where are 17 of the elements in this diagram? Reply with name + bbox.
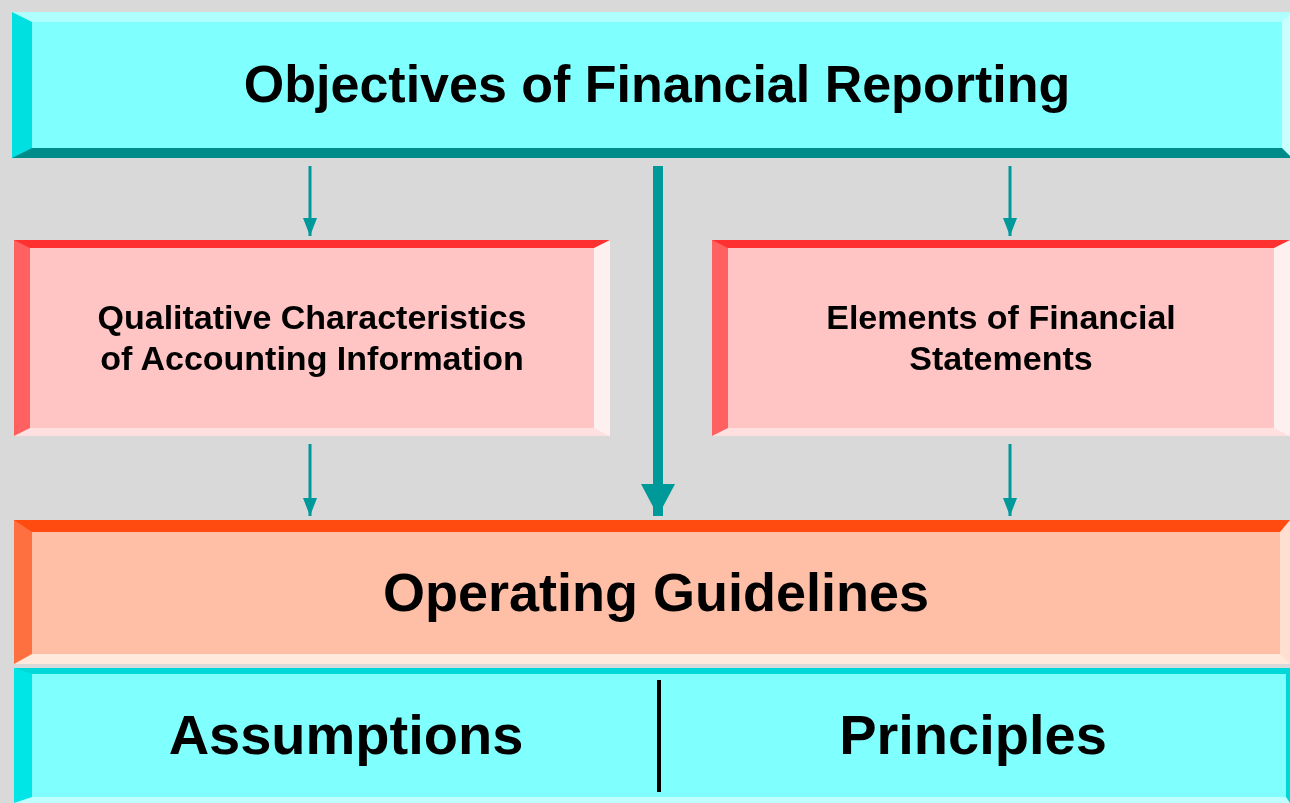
box-label: Qualitative Characteristics of Accounting Information — [96, 296, 528, 379]
title-box — [12, 12, 1290, 158]
arrow — [1003, 166, 1017, 236]
guideline-category-box — [14, 668, 660, 803]
box-label: Assumptions — [168, 702, 524, 769]
arrow — [303, 444, 317, 516]
category-box — [712, 240, 1290, 436]
box-label: Elements of Financial Statements — [825, 296, 1177, 379]
guideline-category-box — [660, 668, 1290, 803]
box-label: Principles — [839, 702, 1107, 769]
box-label: Objectives of Financial Reporting — [243, 54, 1071, 116]
arrow — [303, 166, 317, 236]
box-label: Operating Guidelines — [382, 561, 930, 625]
guidelines-box — [14, 520, 1290, 664]
category-box — [14, 240, 610, 436]
arrow — [1003, 444, 1017, 516]
arrow — [641, 166, 675, 516]
